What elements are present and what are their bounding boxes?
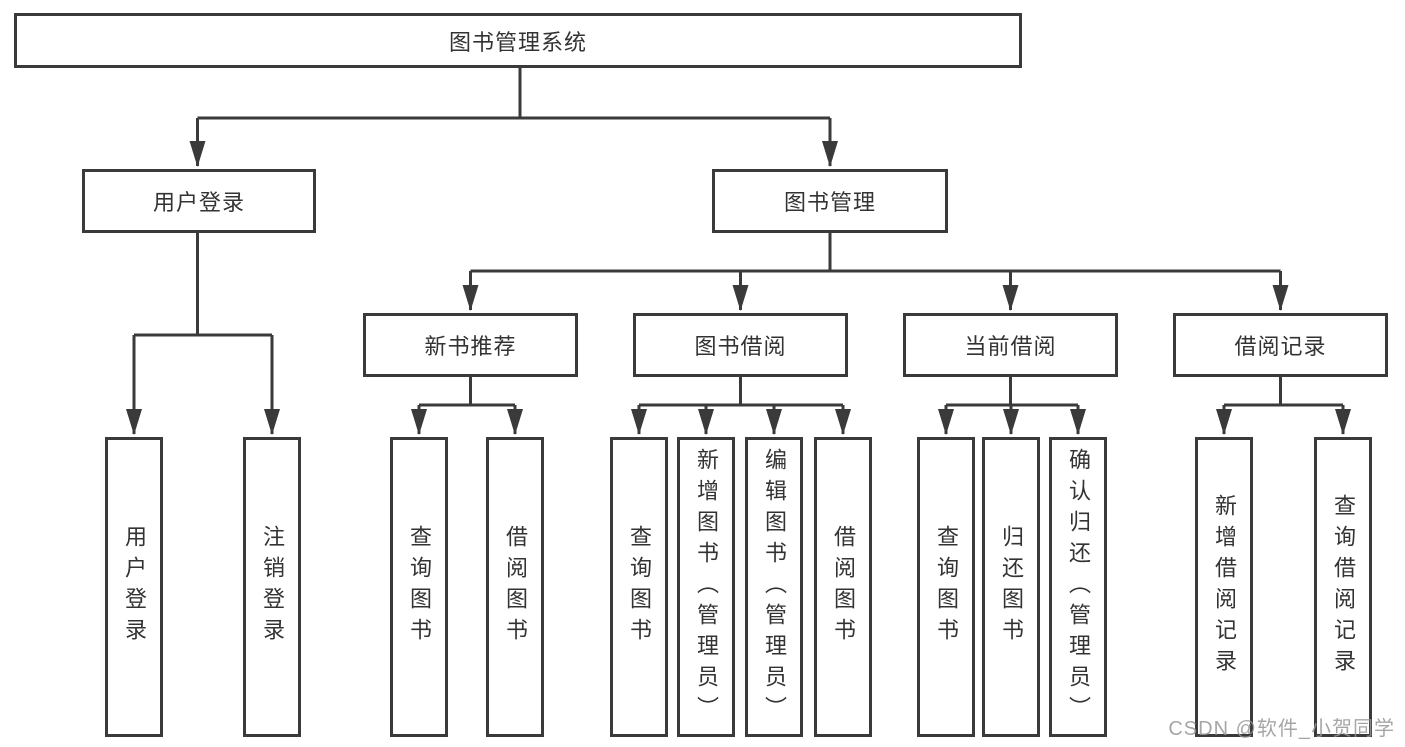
- connector-book-mgmt: [462, 233, 1289, 311]
- leaf-borrow-borrow: 借阅图书: [814, 437, 872, 737]
- connector-current-borrow: [938, 377, 1086, 435]
- leaf-newbooks-borrow: 借阅图书: [486, 437, 544, 737]
- leaf-current-confirm-admin: 确认归还（管理员）: [1049, 437, 1107, 737]
- leaf-records-query: 查询借阅记录: [1314, 437, 1372, 737]
- connector-new-books: [411, 377, 523, 435]
- node-user-login: 用户登录: [82, 169, 316, 233]
- leaf-logout: 注销登录: [243, 437, 301, 737]
- node-new-books: 新书推荐: [363, 313, 578, 377]
- node-current-borrow: 当前借阅: [903, 313, 1118, 377]
- node-book-borrow: 图书借阅: [633, 313, 848, 377]
- csdn-watermark: CSDN @软件_小贺同学: [1168, 718, 1395, 740]
- leaf-borrow-query: 查询图书: [610, 437, 668, 737]
- connector-user-login: [126, 233, 280, 435]
- node-borrow-records: 借阅记录: [1173, 313, 1388, 377]
- leaf-user-login: 用户登录: [105, 437, 163, 737]
- leaf-current-query: 查询图书: [917, 437, 975, 737]
- leaf-borrow-edit-admin: 编辑图书（管理员）: [745, 437, 803, 737]
- leaf-borrow-add-admin: 新增图书（管理员）: [677, 437, 735, 737]
- node-root: 图书管理系统: [14, 13, 1022, 68]
- leaf-records-add: 新增借阅记录: [1195, 437, 1253, 737]
- connector-root: [189, 68, 838, 167]
- leaf-current-return: 归还图书: [982, 437, 1040, 737]
- connector-book-borrow: [631, 377, 851, 435]
- leaf-newbooks-query: 查询图书: [390, 437, 448, 737]
- connector-borrow-records: [1216, 377, 1351, 435]
- node-book-mgmt: 图书管理: [712, 169, 948, 233]
